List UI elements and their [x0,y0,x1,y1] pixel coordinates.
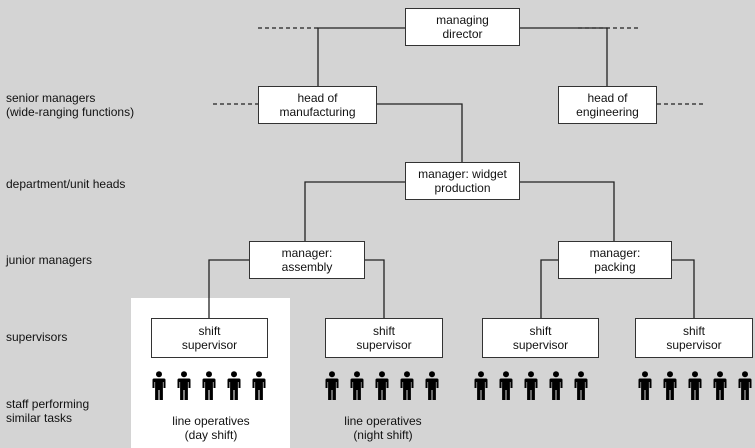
box-shift-supervisor-night: shift supervisor [325,318,443,358]
box-manager-packing: manager: packing [558,241,672,279]
person-icon [350,371,364,401]
person-icon [252,371,266,401]
connector [377,103,463,162]
person-icon [499,371,513,401]
caption-day-shift: line operatives (day shift) [172,414,250,442]
person-icon [425,371,439,401]
connector [540,259,558,318]
level-label-senior-managers: senior managers (wide-ranging functions) [6,91,135,119]
connector [208,259,249,318]
person-icon [152,371,166,401]
person-icon [524,371,538,401]
connector [317,27,405,87]
person-icon [574,371,588,401]
box-head-of-manufacturing: head of manufacturing [258,86,377,124]
person-icon [638,371,652,401]
person-icon [177,371,191,401]
connector [519,27,608,87]
box-manager-assembly: manager: assembly [249,241,365,279]
person-icon [227,371,241,401]
people-group-day-shift [152,371,266,401]
connector [520,181,615,242]
box-shift-supervisor-day: shift supervisor [151,318,268,358]
level-label-staff: staff performing similar tasks [6,397,90,425]
level-label-supervisors: supervisors [6,330,68,344]
box-manager-widget-production: manager: widget production [405,162,520,200]
connector [304,181,405,242]
person-icon [738,371,752,401]
person-icon [400,371,414,401]
level-label-department-heads: department/unit heads [6,177,126,191]
person-icon [474,371,488,401]
box-shift-supervisor-packing-1: shift supervisor [482,318,599,358]
box-shift-supervisor-packing-2: shift supervisor [635,318,753,358]
connector [365,259,385,318]
caption-night-shift: line operatives (night shift) [344,414,422,442]
person-icon [713,371,727,401]
box-managing-director: managing director [405,8,520,46]
person-icon [375,371,389,401]
person-icon [688,371,702,401]
person-icon [549,371,563,401]
people-group-packing-1 [474,371,588,401]
people-group-packing-2 [638,371,752,401]
person-icon [325,371,339,401]
person-icon [663,371,677,401]
people-group-night-shift [325,371,439,401]
level-label-junior-managers: junior managers [6,253,93,267]
connector [672,259,695,318]
person-icon [202,371,216,401]
box-head-of-engineering: head of engineering [558,86,657,124]
